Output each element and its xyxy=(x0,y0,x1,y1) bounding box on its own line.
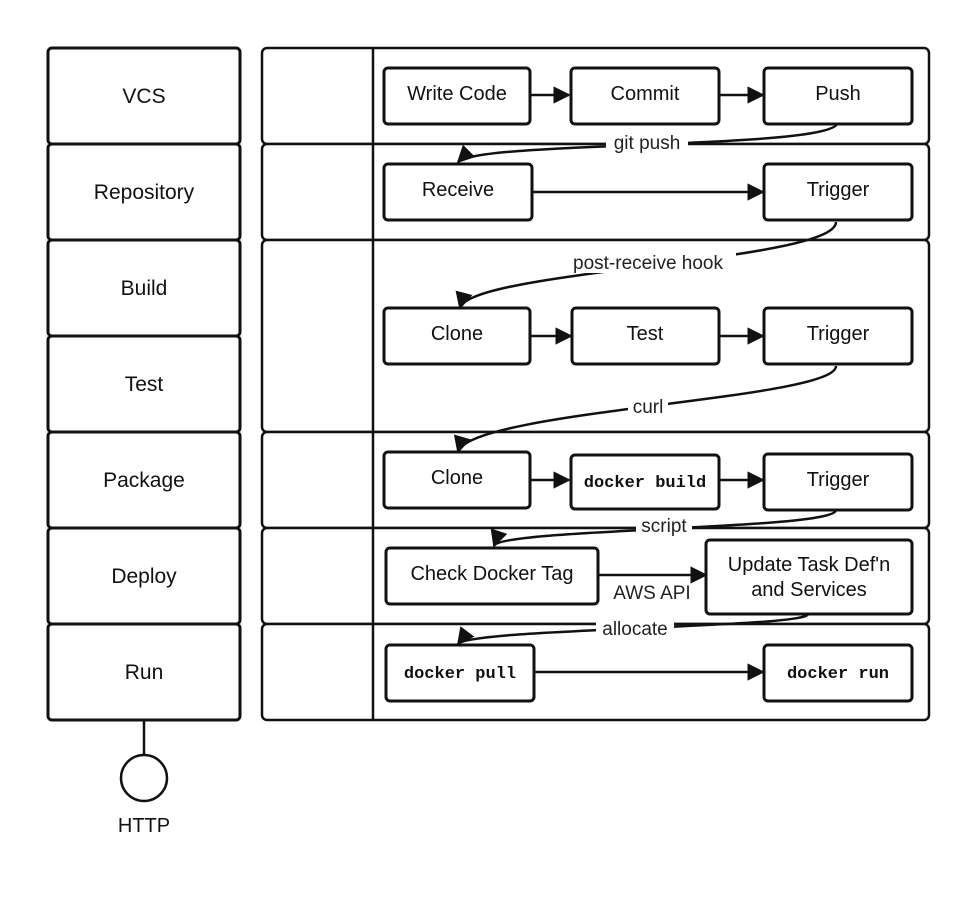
node-label: Trigger xyxy=(807,323,870,345)
node-label: Update Task Def'n xyxy=(728,554,890,576)
stage-label: Run xyxy=(125,661,164,684)
label-aws-api: AWS API xyxy=(613,583,690,604)
label-post-receive-hook: post-receive hook xyxy=(573,253,723,274)
stage-repository: Repository xyxy=(46,142,242,242)
node-docker-pull: docker pull xyxy=(384,643,536,703)
node-label: docker pull xyxy=(404,665,516,684)
endpoint-circle-icon xyxy=(119,753,169,803)
stage-run: Run xyxy=(46,622,242,722)
node-docker-build: docker build xyxy=(569,453,721,511)
node-label: Check Docker Tag xyxy=(410,563,573,585)
node-clone-build: Clone xyxy=(382,306,532,366)
node-label: and Services xyxy=(751,579,867,601)
node-label: docker build xyxy=(584,474,706,493)
stage-label: Build xyxy=(121,277,168,300)
stage-label: Package xyxy=(103,469,185,492)
stage-package: Package xyxy=(46,430,242,530)
stage-build: Build xyxy=(46,238,242,338)
nodes: Write Code Commit Push Receive Trigger C… xyxy=(382,66,914,703)
label-allocate: allocate xyxy=(602,619,668,640)
node-label: Trigger xyxy=(807,179,870,201)
node-clone-package: Clone xyxy=(382,450,532,510)
stage-label: Deploy xyxy=(111,565,177,588)
node-docker-run: docker run xyxy=(762,643,914,703)
node-trigger-package: Trigger xyxy=(762,452,914,512)
flow-arrows xyxy=(530,86,765,681)
node-write-code: Write Code xyxy=(382,66,532,126)
stage-test: Test xyxy=(46,334,242,434)
edge-labels: git push post-receive hook curl script A… xyxy=(560,131,736,640)
node-label: Test xyxy=(627,323,664,345)
label-script: script xyxy=(641,516,687,537)
stage-deploy: Deploy xyxy=(46,526,242,626)
node-label: Push xyxy=(815,83,861,105)
node-trigger-repository: Trigger xyxy=(762,162,914,222)
node-push: Push xyxy=(762,66,914,126)
stage-column: VCS Repository Build Test Package Deploy… xyxy=(46,46,242,722)
label-curl: curl xyxy=(633,397,664,418)
label-git-push: git push xyxy=(614,133,681,154)
node-label: docker run xyxy=(787,665,889,684)
stage-label: Repository xyxy=(94,181,195,204)
node-trigger-build: Trigger xyxy=(762,306,914,366)
node-test: Test xyxy=(570,306,721,366)
node-label: Clone xyxy=(431,323,483,345)
swimlanes xyxy=(260,46,931,722)
node-label: Trigger xyxy=(807,469,870,491)
node-update-task: Update Task Def'n and Services xyxy=(704,538,914,616)
node-label: Commit xyxy=(611,83,680,105)
node-label: Receive xyxy=(422,179,494,201)
stage-label: Test xyxy=(125,373,164,396)
node-label: Write Code xyxy=(407,83,507,105)
endpoint-label: HTTP xyxy=(118,815,170,837)
node-receive: Receive xyxy=(382,162,534,222)
stage-vcs: VCS xyxy=(46,46,242,146)
node-commit: Commit xyxy=(569,66,721,126)
node-label: Clone xyxy=(431,467,483,489)
node-check-docker-tag: Check Docker Tag xyxy=(384,546,600,606)
stage-label: VCS xyxy=(122,85,165,108)
http-endpoint: HTTP xyxy=(118,720,170,837)
